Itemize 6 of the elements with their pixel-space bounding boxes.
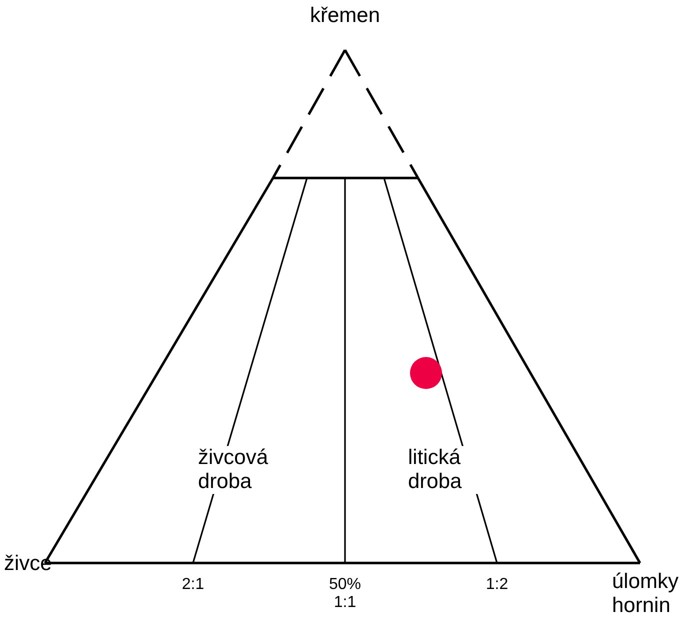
vertex-label: křemen — [308, 4, 382, 28]
vertex-label: živce — [4, 552, 53, 576]
ratio-label: 1:2 — [484, 576, 510, 594]
vertex-label: úlomky hornin — [612, 570, 680, 618]
ratio-label: 50% 1:1 — [328, 576, 362, 613]
ratio-label: 2:1 — [180, 576, 206, 594]
